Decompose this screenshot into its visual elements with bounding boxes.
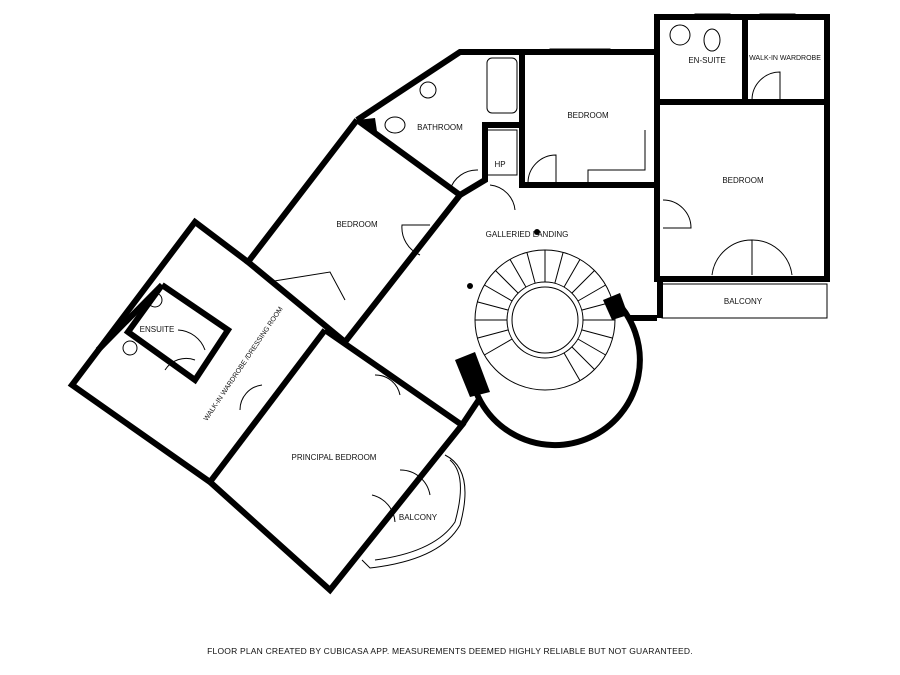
- room-label-hp: HP: [494, 160, 505, 169]
- room-label-ensuite-left: ENSUITE: [140, 325, 175, 334]
- room-label-balcony-principal: BALCONY: [399, 513, 438, 522]
- top-bedroom-walls: [519, 48, 660, 188]
- principal-bedroom-walls: [207, 327, 467, 595]
- room-label-en-suite: EN-SUITE: [688, 56, 725, 65]
- footer-disclaimer: FLOOR PLAN CREATED BY CUBICASA APP. MEAS…: [207, 646, 693, 656]
- room-label-bedroom-top: BEDROOM: [567, 111, 609, 120]
- room-label-bathroom: BATHROOM: [417, 123, 463, 132]
- stair-tread: [477, 301, 509, 311]
- stair-tread: [563, 352, 581, 381]
- stair-tread: [571, 270, 595, 294]
- stair-tread: [554, 252, 564, 284]
- stair-tread: [581, 329, 613, 339]
- dressing-ensuite-walls: [67, 217, 328, 485]
- stair-tread: [571, 346, 595, 370]
- stair-tread: [484, 338, 513, 356]
- room-label-bedroom-right: BEDROOM: [722, 176, 764, 185]
- room-label-balcony-right: BALCONY: [724, 297, 763, 306]
- stair-tread: [526, 252, 536, 284]
- stair-tread: [577, 338, 606, 356]
- bathroom-walls: [355, 49, 522, 211]
- spiral-staircase: [455, 229, 657, 449]
- left-bedroom-walls: [243, 118, 463, 347]
- room-label-galleried-landing: GALLERIED LANDING: [486, 230, 569, 239]
- room-label-walk-in-wardrobe: WALK-IN WARDROBE: [749, 55, 821, 62]
- room-label-bedroom-left: BEDROOM: [336, 220, 378, 229]
- stair-tread: [563, 259, 581, 288]
- stair-tread: [509, 259, 527, 288]
- stair-tread: [484, 284, 513, 302]
- room-label-principal-bedroom: PRINCIPAL BEDROOM: [292, 453, 377, 462]
- stair-tread: [477, 329, 509, 339]
- stair-tread: [577, 284, 606, 302]
- stair-tread: [495, 270, 519, 294]
